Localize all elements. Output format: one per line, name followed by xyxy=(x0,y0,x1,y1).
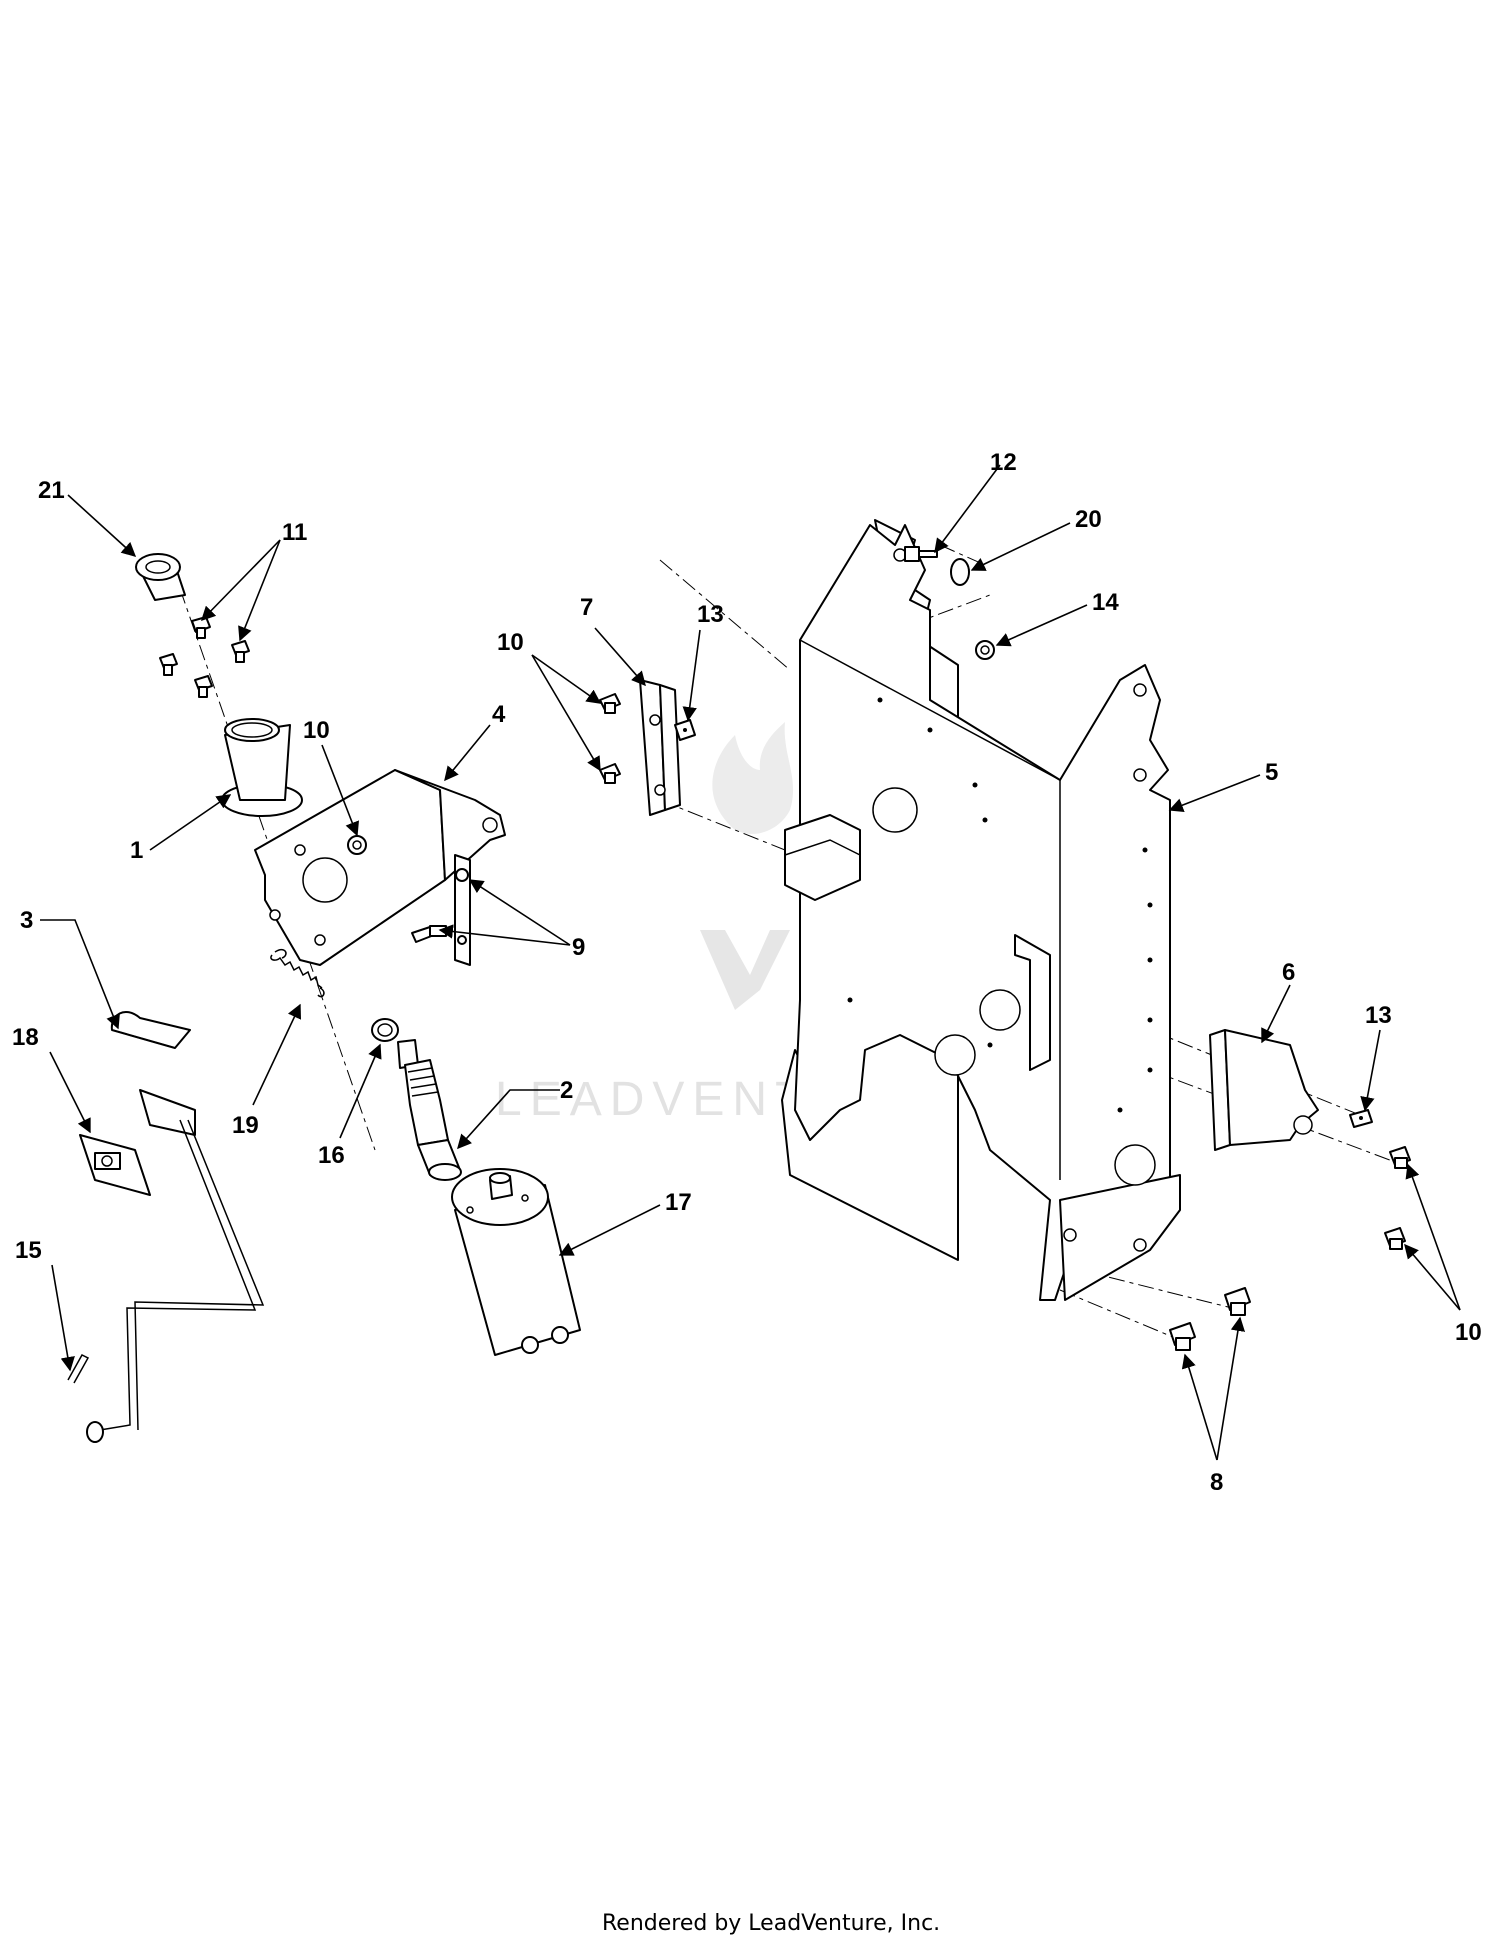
steering-tube xyxy=(221,718,303,817)
callout-15: 15 xyxy=(15,1237,42,1264)
spline-shaft xyxy=(397,1039,462,1181)
watermark-flame-icon xyxy=(712,722,794,834)
callout-9: 9 xyxy=(572,934,585,961)
watermark-v-icon xyxy=(700,930,790,1010)
switch xyxy=(79,1134,151,1196)
clip xyxy=(1349,1109,1373,1128)
callout-19: 19 xyxy=(232,1112,259,1139)
callout-20: 20 xyxy=(1075,506,1102,533)
frame-panel xyxy=(781,519,1181,1301)
callout-8: 8 xyxy=(1210,1469,1223,1496)
right-bracket xyxy=(1209,1029,1319,1151)
callout-6: 6 xyxy=(1282,959,1295,986)
callout-18: 18 xyxy=(12,1024,39,1051)
callout-1: 1 xyxy=(130,837,143,864)
bushing xyxy=(135,553,186,601)
callout-10c: 10 xyxy=(1455,1319,1482,1346)
angle-bracket xyxy=(411,854,471,966)
flange-nut xyxy=(975,640,995,660)
callout-17: 17 xyxy=(665,1189,692,1216)
side-bracket xyxy=(599,679,681,816)
callouts: 21 11 12 20 14 7 13 10 4 5 10 1 9 3 6 13… xyxy=(12,449,1482,1496)
retaining-ring xyxy=(371,1018,399,1042)
footer-credit: Rendered by LeadVenture, Inc. xyxy=(602,1911,940,1936)
callout-5: 5 xyxy=(1265,759,1278,786)
callout-4: 4 xyxy=(492,701,506,728)
leader-lines xyxy=(40,464,1461,1461)
flange-bolts xyxy=(1169,1287,1251,1351)
spring xyxy=(270,948,325,998)
motor xyxy=(451,1168,581,1356)
cotter-pin xyxy=(67,1354,90,1384)
nut xyxy=(347,835,367,855)
callout-11: 11 xyxy=(282,519,307,546)
bolts xyxy=(1384,1146,1411,1250)
callout-10a: 10 xyxy=(497,629,524,656)
callout-13a: 13 xyxy=(697,601,724,628)
callout-14: 14 xyxy=(1092,589,1119,616)
callout-13b: 13 xyxy=(1365,1002,1392,1029)
frame-holes xyxy=(847,697,1153,1113)
callout-2: 2 xyxy=(560,1077,573,1104)
callout-12: 12 xyxy=(990,449,1017,476)
callout-21: 21 xyxy=(38,477,65,504)
clip xyxy=(674,719,696,741)
callout-10b: 10 xyxy=(303,717,330,744)
callout-7: 7 xyxy=(580,594,593,621)
control-rod xyxy=(86,1011,265,1443)
mounting-bracket xyxy=(254,769,506,966)
callout-3: 3 xyxy=(20,907,33,934)
callout-16: 16 xyxy=(318,1142,345,1169)
washer xyxy=(950,558,970,586)
bolts xyxy=(159,616,250,698)
shoulder-bolt xyxy=(904,546,938,562)
